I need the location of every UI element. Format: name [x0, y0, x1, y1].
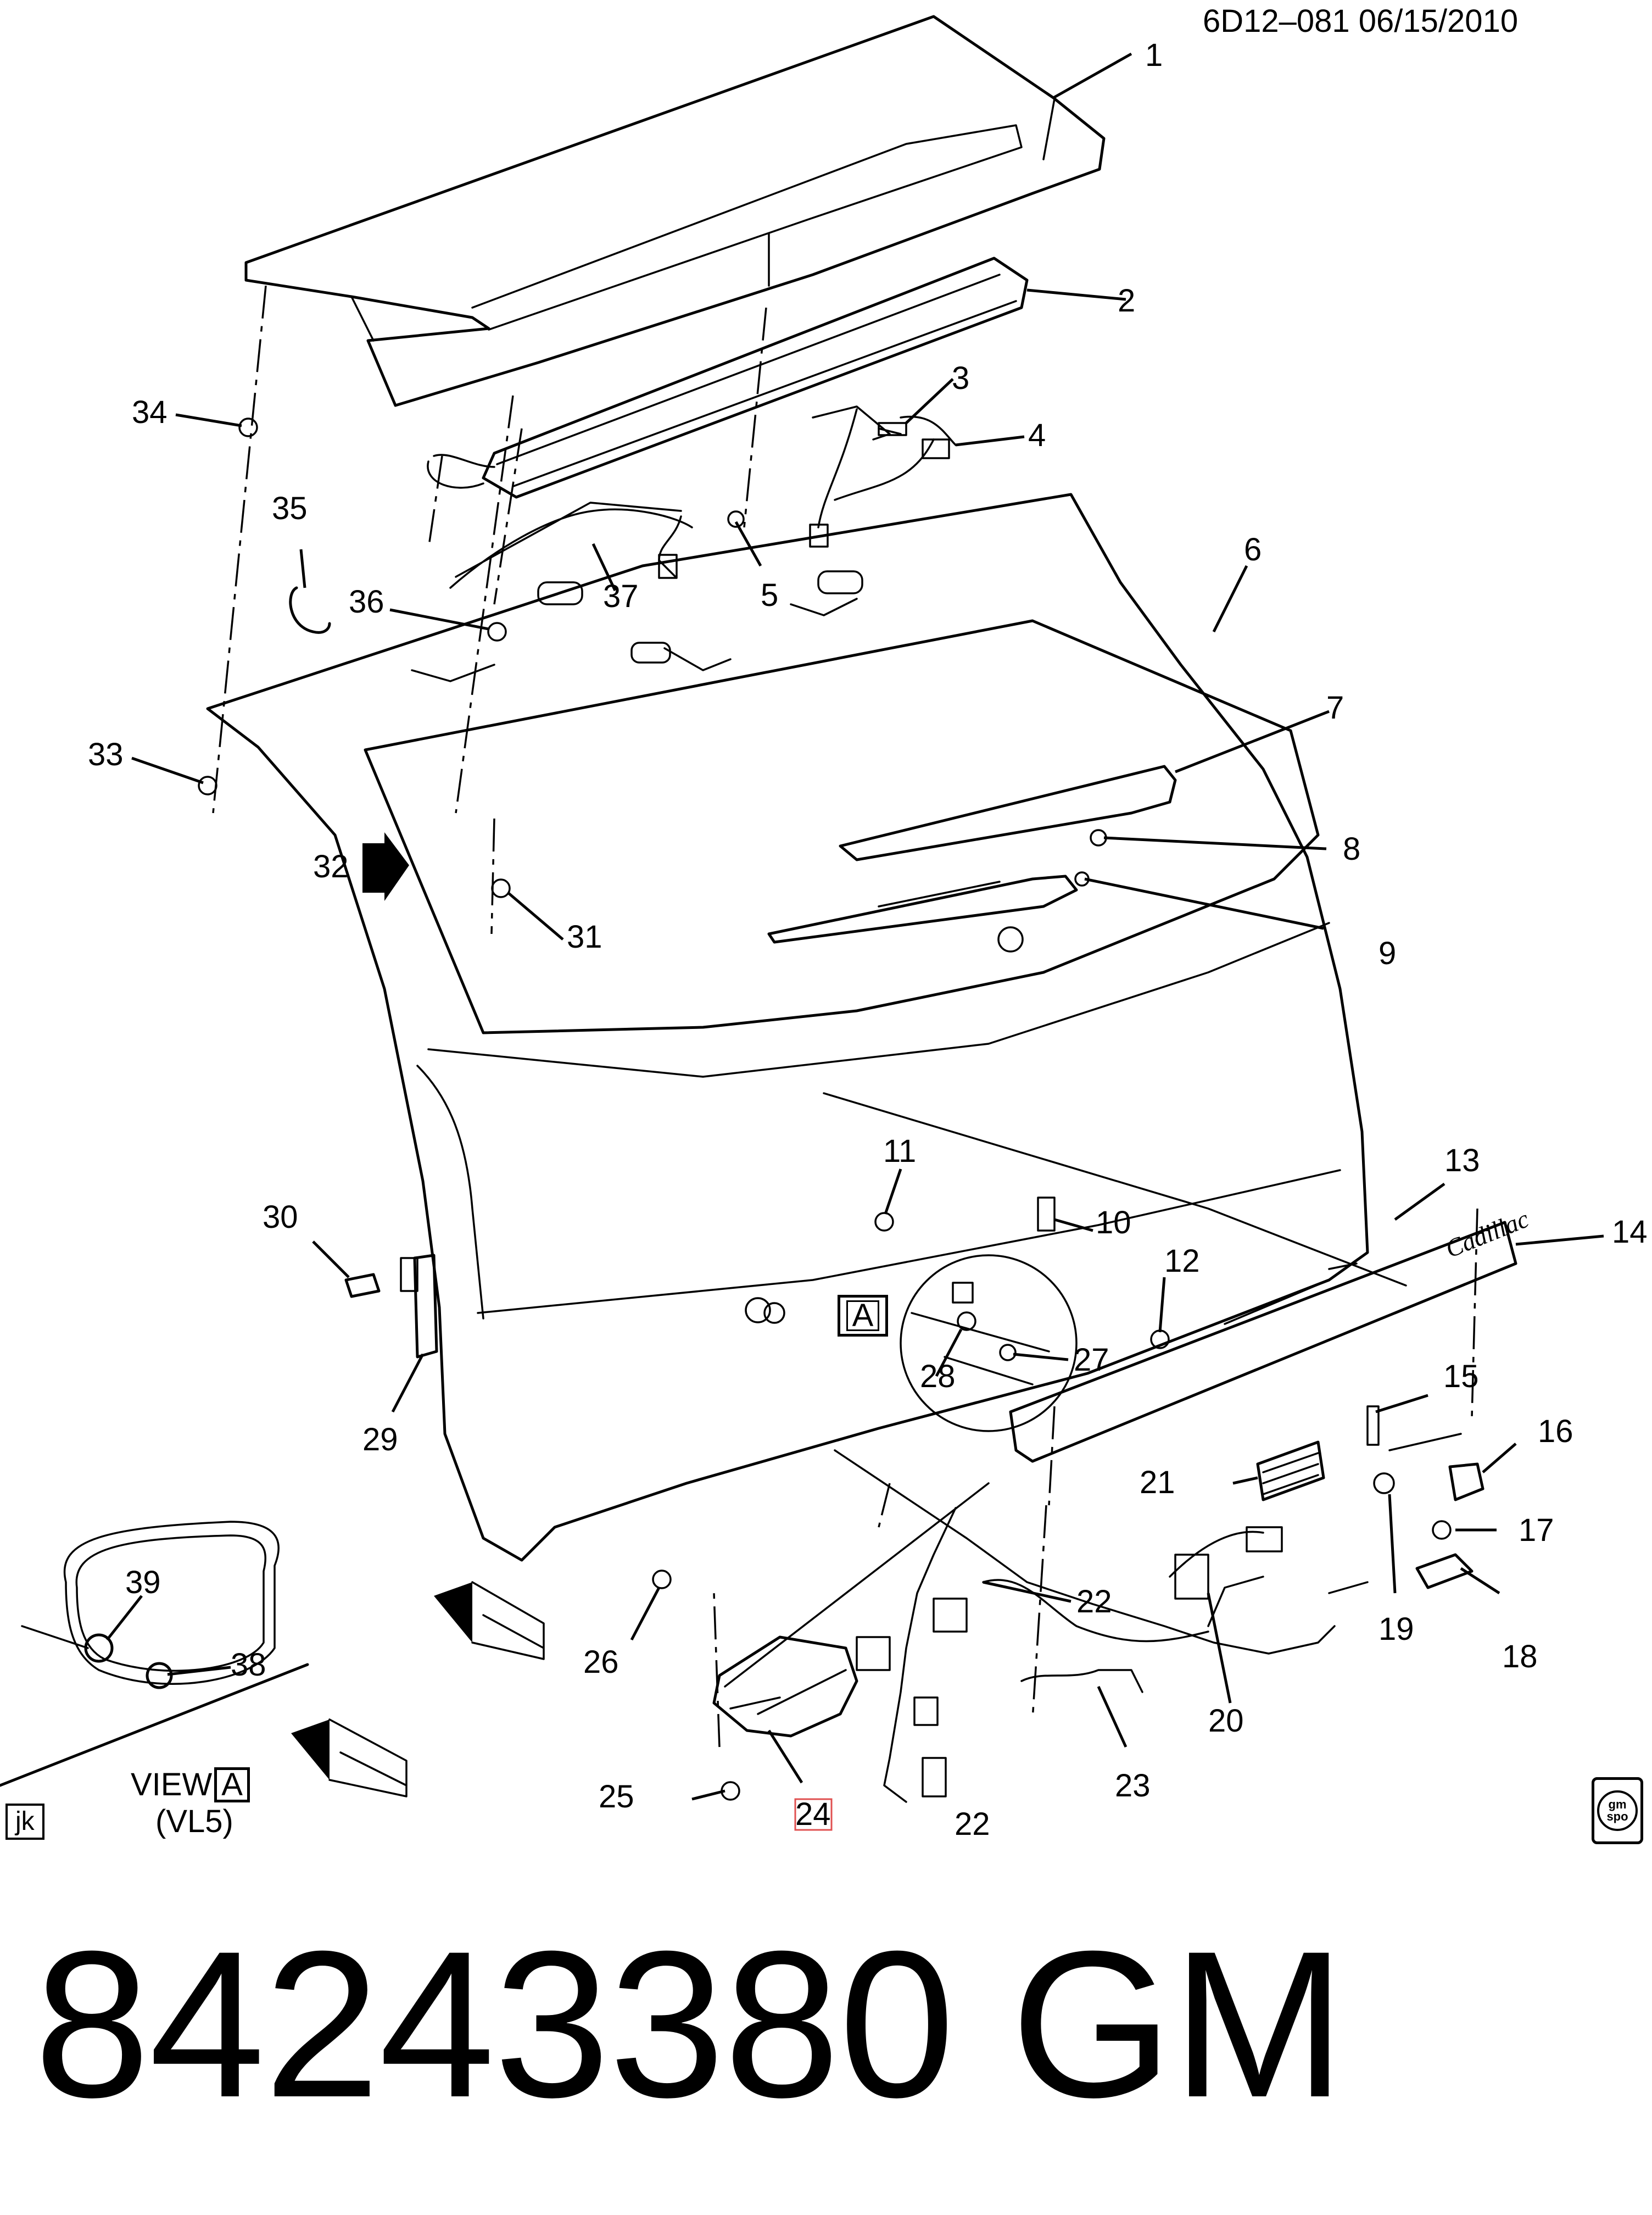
callout-18: 18: [1502, 1639, 1538, 1674]
spoiler-part: [244, 15, 1106, 407]
callout-24-highlight: [794, 1798, 833, 1831]
callout-38: 38: [231, 1647, 266, 1683]
chmsl-lamp-part: [427, 257, 1029, 499]
grille-part: [1256, 1440, 1325, 1501]
callout-28: 28: [920, 1359, 956, 1394]
front-indicator-upper: [434, 1581, 545, 1660]
callout-33: 33: [88, 737, 124, 772]
applique-molding-part: Cadillac: [1009, 1205, 1533, 1463]
callout-13: 13: [1444, 1143, 1480, 1178]
wiring-harness-part: [834, 1449, 1336, 1803]
direction-arrow: [362, 832, 409, 901]
callout-15: 15: [1443, 1359, 1479, 1394]
view-a-inset: [0, 1521, 309, 1787]
liftgate-panel: [206, 493, 1407, 1562]
callout-39: 39: [125, 1565, 161, 1600]
callout-22b: 22: [955, 1806, 990, 1842]
callout-27: 27: [1074, 1342, 1109, 1378]
callout-20: 20: [1208, 1703, 1244, 1739]
gm-spo-logo: gm spo: [1592, 1777, 1643, 1844]
callout-9: 9: [1378, 936, 1396, 971]
callout-7: 7: [1326, 690, 1344, 726]
callout-11: 11: [883, 1133, 916, 1169]
callout-35: 35: [272, 491, 308, 526]
washer-hose-part: [809, 408, 957, 548]
callout-34: 34: [132, 394, 168, 430]
latch-part: [712, 1482, 990, 1738]
callout-3: 3: [952, 360, 969, 396]
callout-37: 37: [603, 578, 639, 614]
license-lamp-part: [1328, 1433, 1484, 1594]
detail-a-tag: A: [838, 1295, 888, 1337]
callout-31: 31: [567, 919, 602, 955]
callout-6: 6: [1244, 532, 1262, 567]
callout-12: 12: [1164, 1243, 1200, 1279]
wiper-arm-part: [839, 765, 1177, 861]
fasteners: [198, 418, 1380, 1801]
callout-29: 29: [362, 1422, 398, 1457]
detail-a-circle: [900, 1254, 1078, 1432]
drawing-id: 6D12–081 06/15/2010: [1203, 3, 1519, 39]
callout-14: 14: [1612, 1214, 1648, 1250]
callout-labels: 1 2 3 4 5 6 7 8 9 10 11 12 13 14 15 16 1…: [88, 37, 1648, 1842]
callout-22a: 22: [1076, 1584, 1112, 1619]
callout-4: 4: [1028, 418, 1046, 453]
callout-30: 30: [263, 1199, 298, 1235]
callout-21: 21: [1140, 1465, 1175, 1500]
center-lines: [212, 285, 1478, 1747]
callout-1: 1: [1145, 37, 1163, 73]
callout-10: 10: [1096, 1205, 1131, 1240]
callout-25: 25: [599, 1779, 634, 1815]
initials-box: jk: [5, 1804, 44, 1840]
wiper-blade-part: [767, 871, 1090, 953]
washer-nozzle-hose-part: [449, 502, 693, 589]
callout-23: 23: [1115, 1768, 1151, 1804]
callout-5: 5: [761, 577, 778, 613]
callout-26: 26: [583, 1644, 619, 1680]
leader-lines: [106, 52, 1604, 1801]
callout-32: 32: [313, 849, 349, 884]
handle-bracket-part: [344, 1254, 438, 1359]
callout-16: 16: [1538, 1413, 1573, 1449]
script-badge: Cadillac: [1442, 1205, 1533, 1264]
view-variant: (VL5): [155, 1804, 233, 1839]
callout-36: 36: [349, 584, 384, 620]
front-indicator-lower: [291, 1718, 408, 1797]
part-number: 84243380 GM: [34, 1907, 1346, 2141]
callout-19: 19: [1378, 1611, 1414, 1647]
callout-2: 2: [1118, 283, 1135, 319]
callout-17: 17: [1519, 1512, 1554, 1548]
callout-8: 8: [1343, 831, 1360, 867]
callout-24: 24: [795, 1796, 831, 1832]
